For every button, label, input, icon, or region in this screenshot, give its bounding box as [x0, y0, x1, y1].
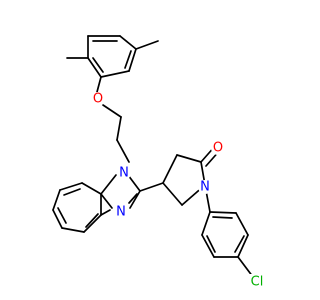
bond	[162, 182, 183, 206]
ketone-oxygen-label: O	[213, 141, 223, 156]
bond	[87, 57, 102, 78]
bond	[124, 50, 132, 69]
bond	[81, 182, 102, 195]
atom-labels-layer: O N N N O Cl	[91, 92, 266, 290]
ether-oxygen-label: O	[93, 92, 103, 107]
bond	[209, 211, 237, 214]
bond	[63, 188, 81, 196]
imidazole-n1-label: N	[119, 166, 129, 181]
bond	[128, 193, 138, 204]
atom-label-background	[211, 141, 225, 155]
bond	[237, 234, 249, 258]
bond	[61, 227, 85, 233]
bond	[100, 193, 113, 209]
bond	[162, 154, 178, 184]
atom-label-background	[114, 205, 128, 219]
bond	[59, 182, 83, 191]
atom-label-background	[117, 166, 131, 180]
bond	[234, 235, 245, 253]
bond	[52, 209, 63, 229]
atom-label-background	[198, 180, 212, 194]
bond	[212, 216, 233, 219]
bond	[135, 40, 159, 50]
bond	[127, 174, 141, 192]
bond	[100, 174, 117, 195]
bond	[206, 235, 216, 253]
bond	[119, 35, 137, 50]
bond	[96, 76, 102, 93]
bond	[85, 213, 99, 228]
molecule-structure: O N N N O Cl	[52, 35, 266, 290]
bond	[102, 104, 122, 118]
bond	[139, 182, 164, 192]
bond	[116, 116, 122, 141]
bond	[201, 211, 211, 236]
bond	[116, 139, 130, 163]
bond	[176, 154, 202, 163]
atom-label-background	[248, 274, 266, 289]
bond	[100, 70, 130, 78]
bond	[237, 256, 254, 278]
imidazole-n3-label: N	[116, 205, 126, 220]
bond	[57, 207, 67, 224]
atom-label-background	[91, 92, 105, 106]
bond	[128, 48, 137, 72]
bond	[129, 190, 141, 209]
bonds-layer	[52, 35, 254, 278]
bond	[201, 234, 215, 258]
lactam-nitrogen-label: N	[200, 180, 210, 195]
molecule-canvas: O N N N O Cl	[52, 35, 266, 290]
bond	[52, 189, 61, 211]
chlorine-label: Cl	[251, 275, 264, 290]
bond	[83, 214, 102, 233]
bond	[235, 212, 249, 236]
bond	[100, 209, 111, 216]
bond	[92, 57, 104, 73]
